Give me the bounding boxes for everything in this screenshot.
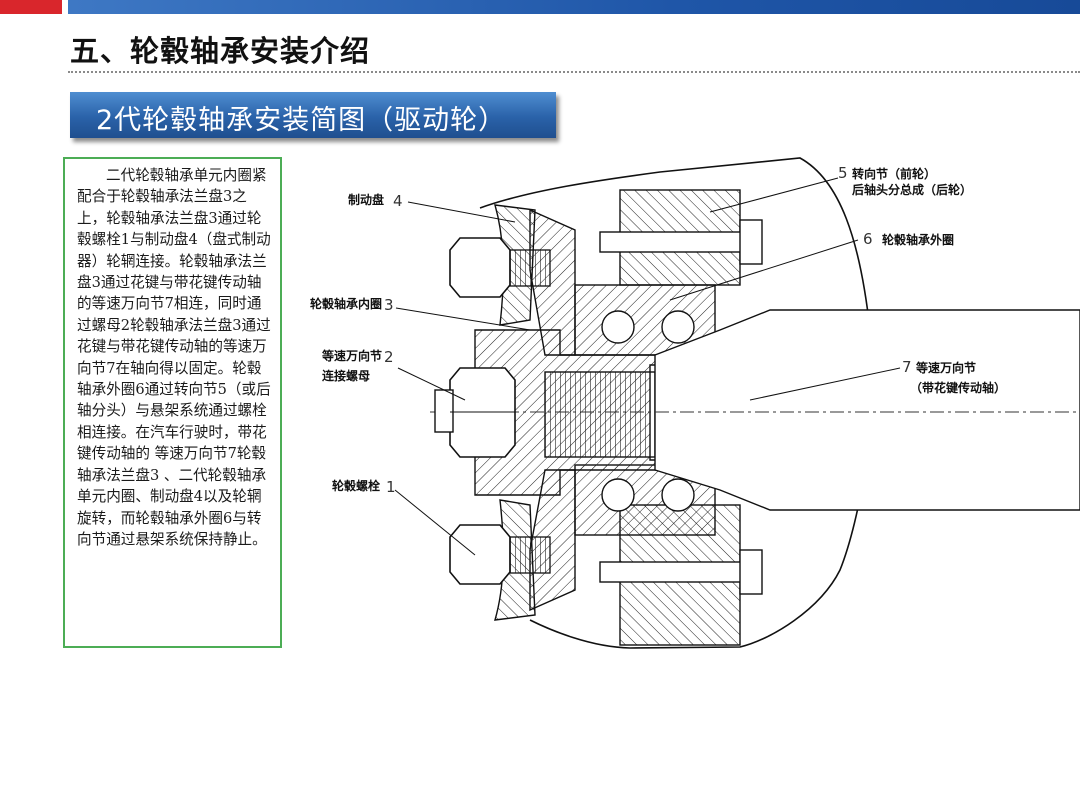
title-divider [68, 71, 1080, 73]
label-cv-nut-line1: 等速万向节 [321, 348, 382, 363]
label-cv-joint-line2: （带花键传动轴） [910, 380, 1006, 395]
label-inner-ring: 轮毂轴承内圈 [310, 296, 382, 311]
top-bar-blue-segment [68, 0, 1080, 14]
label-brake-disc-num: 4 [393, 192, 403, 210]
label-hub-bolt-num: 1 [386, 478, 396, 496]
label-hub-bolt: 轮毂螺栓 [332, 478, 380, 493]
knuckle-bolt-upper [599, 231, 761, 253]
section-banner-text: 2代轮毂轴承安装简图（驱动轮） [96, 105, 507, 136]
label-cv-joint-line1: 等速万向节 [915, 360, 976, 375]
wheel-bolt-lower-thread [509, 536, 551, 574]
label-cv-nut-num: 2 [384, 348, 394, 366]
top-bar-gap [62, 0, 68, 14]
page-title: 五、轮毂轴承安装介绍 [70, 34, 371, 68]
bearing-ball [661, 310, 695, 344]
cv-nut-stud [434, 389, 454, 433]
bearing-ball [601, 478, 635, 512]
label-outer-ring-num: 6 [863, 230, 873, 248]
label-brake-disc: 制动盘 [348, 192, 384, 207]
label-outer-ring: 轮毂轴承外圈 [882, 232, 954, 247]
wheel-bolt-upper-thread [509, 249, 551, 287]
label-knuckle-num: 5 [838, 164, 848, 182]
hub-bearing-diagram: 制动盘 4 轮毂轴承内圈 3 等速万向节 2 连接螺母 轮毂螺栓 1 5 转向节… [310, 157, 1080, 649]
leader-hub-bolt [394, 489, 476, 556]
section-banner: 2代轮毂轴承安装简图（驱动轮） [70, 92, 556, 138]
label-inner-ring-num: 3 [384, 296, 394, 314]
label-knuckle-line1: 转向节（前轮） [852, 166, 936, 181]
leader-outer-ring [669, 239, 859, 301]
label-cv-joint-num: 7 [902, 358, 912, 376]
wheel-bolt-upper [449, 237, 511, 298]
bearing-ball [601, 310, 635, 344]
splined-shaft [544, 371, 656, 458]
label-knuckle-line2: 后轴头分总成（后轮） [852, 182, 972, 197]
top-bar-red-segment [0, 0, 62, 14]
wheel-bolt-lower [449, 524, 511, 585]
description-box: 二代轮毂轴承单元内圈紧配合于轮毂轴承法兰盘3之上，轮毂轴承法兰盘3通过轮毂螺栓1… [63, 157, 282, 648]
knuckle-bolt-upper-head [739, 219, 763, 265]
leader-brake-disc [407, 201, 516, 223]
description-text: 二代轮毂轴承单元内圈紧配合于轮毂轴承法兰盘3之上，轮毂轴承法兰盘3通过轮毂螺栓1… [77, 167, 271, 548]
label-cv-nut-line2: 连接螺母 [322, 368, 370, 383]
bearing-ball [661, 478, 695, 512]
knuckle-bolt-lower [599, 561, 761, 583]
cv-joint-body [654, 309, 1080, 511]
leader-knuckle [709, 177, 839, 213]
leader-cv-nut [397, 367, 466, 401]
leader-inner-ring [395, 307, 531, 331]
top-color-bar [0, 0, 1080, 14]
knuckle-bolt-lower-head [739, 549, 763, 595]
leader-cv-joint [749, 367, 901, 401]
